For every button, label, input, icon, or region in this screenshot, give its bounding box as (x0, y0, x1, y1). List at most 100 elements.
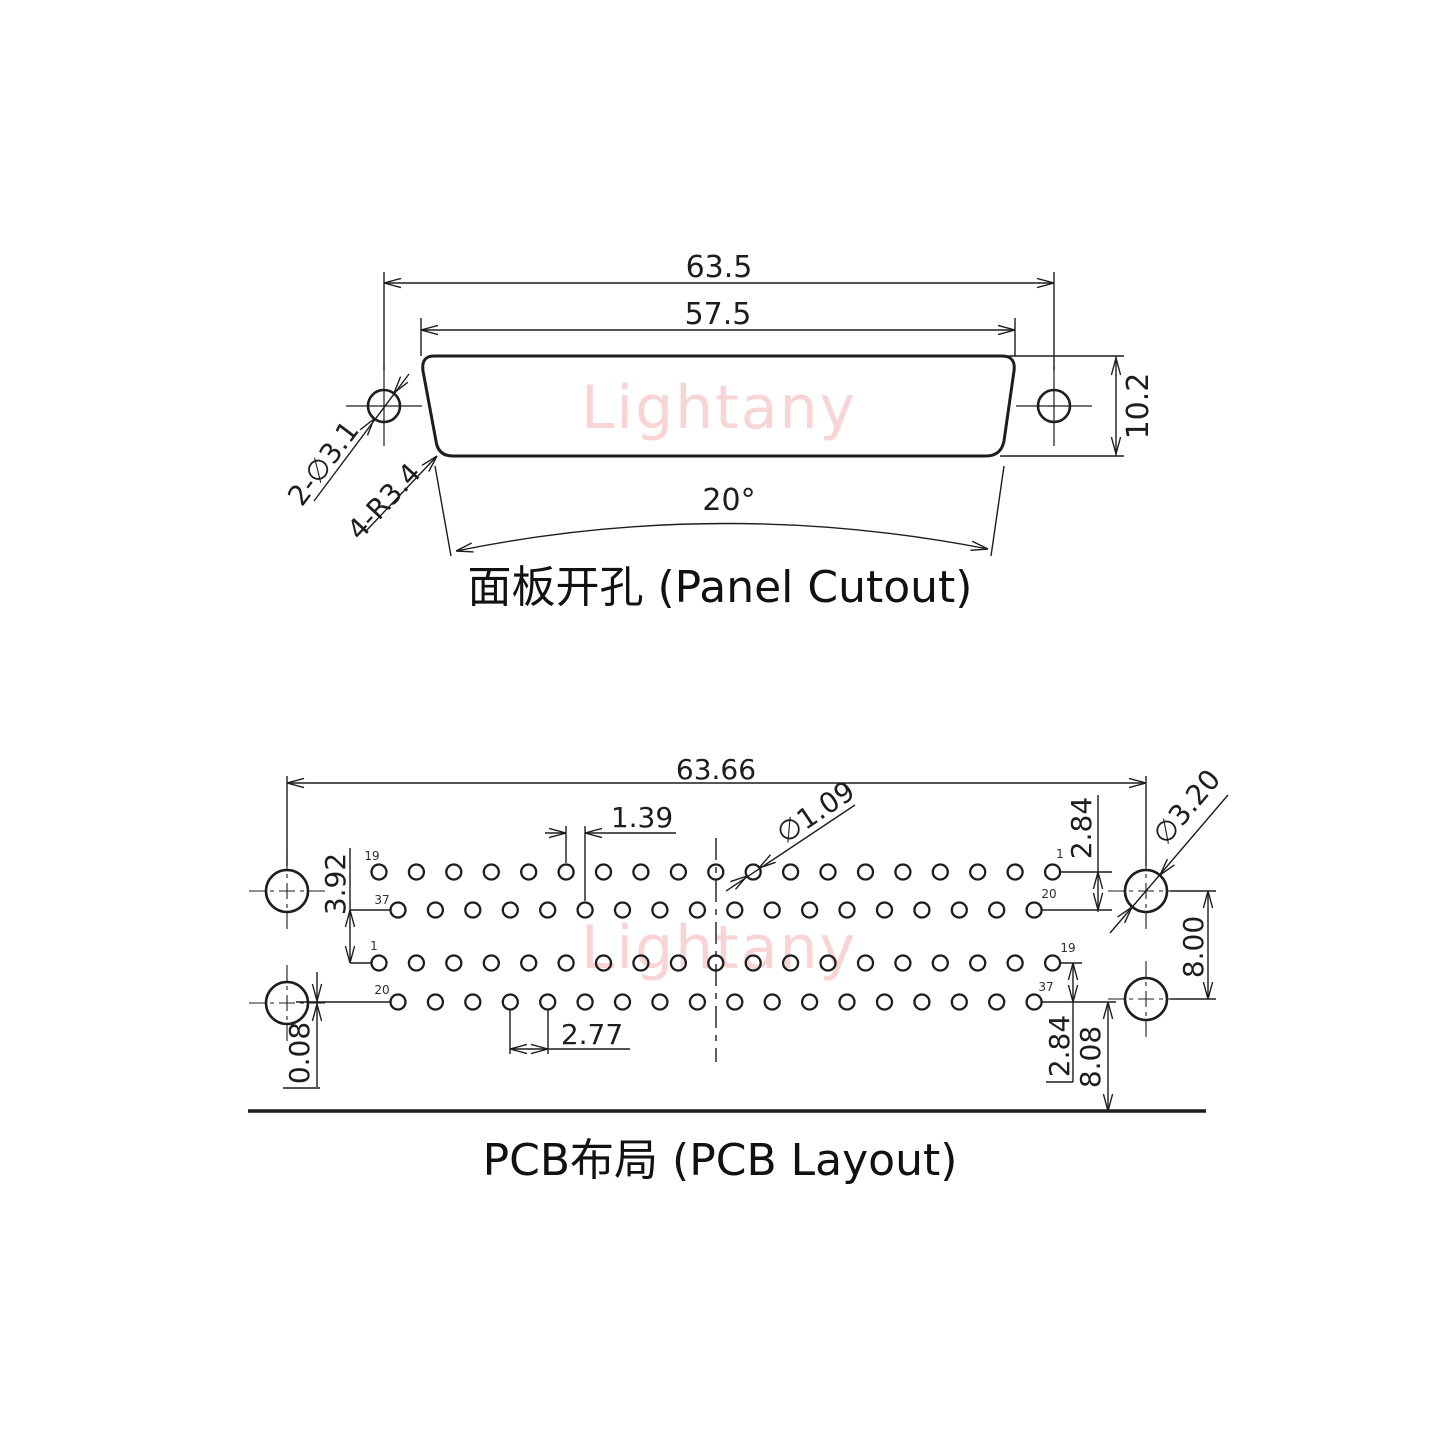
dim-57-5-lines (420, 318, 1016, 356)
dim-3-92-lines (349, 848, 391, 964)
dim-2-77-label: 2.77 (561, 1018, 623, 1051)
pcb-layout-caption: PCB布局 (PCB Layout) (483, 1135, 958, 1186)
pin-hole (726, 901, 744, 919)
dim-63-66-lines (286, 776, 1147, 866)
arrowhead (1202, 890, 1214, 909)
pin-hole (838, 993, 856, 1011)
pin-hole (856, 863, 875, 881)
arrowhead (1102, 1093, 1114, 1112)
arrowhead (1117, 906, 1133, 924)
pin-label-row4-right: 37 (1038, 980, 1053, 994)
arrowhead (421, 455, 438, 472)
pin-hole (1043, 863, 1062, 881)
pin-hole (389, 993, 407, 1011)
pin-row-2 (389, 901, 1043, 919)
arrowhead (997, 324, 1016, 336)
pin-hole (950, 901, 968, 919)
arrowhead (1110, 436, 1122, 455)
mount-hole-diameter-label: ∅3.20 (1146, 763, 1227, 851)
arrowhead (509, 1043, 528, 1055)
pin-hole (407, 954, 426, 972)
arrowhead (455, 542, 474, 553)
pin-hole (632, 863, 650, 881)
pin-hole (726, 993, 744, 1011)
arrowhead (1036, 277, 1055, 289)
pin-hole (875, 993, 894, 1011)
arrowhead (530, 1043, 549, 1055)
mount-hole-top-left (264, 868, 310, 914)
pin-label-row3-right: 19 (1060, 941, 1075, 955)
pin-row-4 (389, 993, 1043, 1011)
dim-2-84-bottom-lines (1046, 962, 1082, 1083)
arrowhead (286, 777, 305, 789)
watermark-bottom: Lightany (581, 913, 857, 983)
arrowhead (311, 983, 323, 1002)
pin-hole (613, 901, 632, 919)
arrowhead (730, 875, 748, 890)
pin-label-row2-left: 37 (374, 893, 389, 907)
arrowhead (758, 854, 776, 869)
arrowhead (548, 827, 567, 839)
pin-hole (800, 993, 819, 1011)
pin-hole (482, 863, 500, 881)
mount-hole-bottom-left (264, 980, 310, 1026)
pin-hole (950, 993, 968, 1011)
dim-57-5-label: 57.5 (685, 297, 752, 332)
arrowhead (1067, 962, 1079, 981)
pin-label-row1-left: 19 (364, 849, 379, 863)
pin-hole (407, 863, 426, 881)
pin-hole (688, 901, 707, 919)
pin-hole (744, 954, 762, 972)
pin-hole (707, 863, 725, 881)
dim-1-39-label: 1.39 (611, 801, 673, 834)
arrowhead (1202, 981, 1214, 1000)
pin-hole (539, 901, 557, 919)
mount-hole-leader (1109, 794, 1229, 934)
arrowhead (344, 945, 356, 964)
mount-hole-bottom-right (1123, 976, 1169, 1022)
corner-radius-leader (365, 455, 438, 532)
pin-hole (838, 901, 856, 919)
pin-label-row2-right: 20 (1041, 887, 1056, 901)
pin-hole-diameter-label: ∅1.09 (771, 774, 861, 850)
pin-hole (426, 901, 445, 919)
pin-hole (819, 863, 837, 881)
pin-hole (894, 863, 912, 881)
arrowhead (1067, 984, 1079, 1003)
dim-8-08-label: 8.08 (1074, 1026, 1107, 1088)
pin-hole (370, 863, 388, 881)
pin-hole (594, 863, 613, 881)
pin-hole (669, 863, 688, 881)
arrowhead (1092, 871, 1104, 890)
arrowhead (420, 324, 439, 336)
dim-10-2-label: 10.2 (1121, 373, 1156, 440)
screw-holes-label: 2-∅3.1 (281, 415, 366, 512)
pin-hole (501, 993, 519, 1011)
dim-0-08-lines (283, 972, 391, 1089)
dim-63-5-label: 63.5 (686, 250, 753, 285)
pin-hole (594, 954, 613, 972)
pin-hole (445, 954, 463, 972)
pin-hole (800, 901, 819, 919)
dim-1-39-lines (545, 826, 676, 901)
angle-extension-left (434, 465, 452, 557)
angle-extension-right (990, 465, 1005, 557)
arrowhead (970, 540, 989, 551)
arrowhead (1128, 777, 1147, 789)
pin-hole (1025, 901, 1043, 919)
pin-hole-leader (725, 804, 856, 892)
pin-label-row4-left: 20 (374, 983, 389, 997)
pin-hole (557, 954, 575, 972)
pin-hole (856, 954, 875, 972)
screw-hole-leader (313, 373, 410, 502)
pin-hole (539, 993, 557, 1011)
dim-8-00-label: 8.00 (1177, 916, 1210, 978)
angle-arc (455, 522, 989, 552)
corner-radius-label: 4-R3.4 (341, 457, 428, 547)
pin-hole (988, 901, 1006, 919)
dim-63-5-lines (383, 272, 1055, 370)
pin-hole (389, 901, 407, 919)
arrowhead (1159, 858, 1175, 876)
pin-hole (781, 863, 800, 881)
